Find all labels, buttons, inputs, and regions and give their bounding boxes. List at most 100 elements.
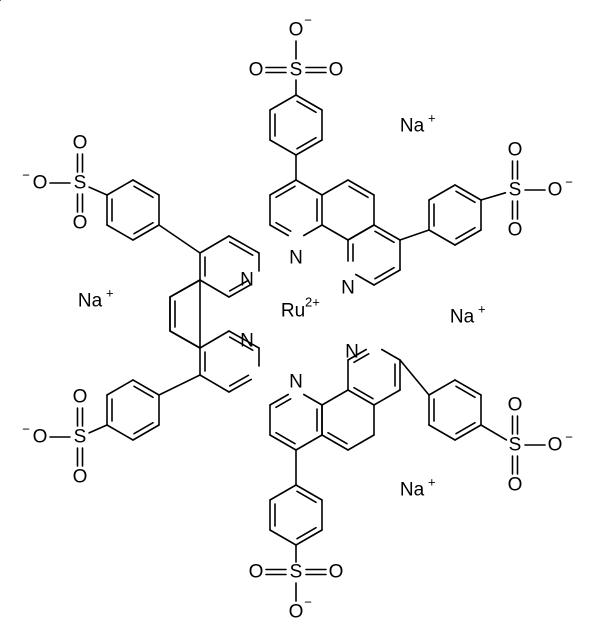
aromatic-inner-bond	[133, 421, 154, 435]
ligand2-top-sulfonate-negative-charge: −	[304, 13, 312, 28]
single-bond	[269, 224, 290, 237]
ligand2-top-sulfonate-oxygen-atom: O	[249, 60, 264, 81]
aromatic-inner-bond	[374, 230, 395, 244]
single-bond	[269, 94, 297, 111]
single-bond	[295, 484, 323, 501]
aromatic-inner-bond	[348, 185, 369, 199]
single-bond	[321, 434, 349, 451]
single-bond	[132, 224, 160, 241]
aromatic-inner-bond	[275, 185, 296, 199]
ligand2-nitrogen-atom: N	[289, 248, 303, 269]
ligand1-bottom-sulfonate-sulfur-atom: S	[74, 427, 87, 448]
ligand1-top-sulfonate-sulfur-atom: S	[74, 173, 87, 194]
single-bond	[428, 229, 456, 246]
single-bond	[347, 179, 375, 196]
single-bond	[454, 424, 482, 441]
single-bond	[228, 330, 260, 349]
aromatic-inner-bond	[296, 100, 317, 114]
single-bond	[106, 179, 134, 196]
single-bond	[228, 378, 252, 393]
single-bond	[302, 393, 323, 406]
ligand2-right-sulfonate-negative-charge: −	[565, 175, 573, 190]
single-bond	[106, 379, 134, 396]
single-bond	[295, 529, 323, 546]
sodium-charge-1: +	[428, 111, 436, 126]
ligand2-top-sulfonate-oxygen-atom: O	[289, 20, 304, 41]
single-bond	[132, 379, 160, 396]
ligand3-right-sulfonate-negative-charge: −	[565, 430, 573, 445]
single-bond	[428, 424, 456, 441]
single-bond	[228, 235, 260, 254]
single-bond	[373, 224, 401, 241]
single-bond	[399, 359, 430, 396]
ligand2-top-sulfonate-oxygen-atom: O	[329, 60, 344, 81]
single-bond	[132, 179, 160, 196]
single-bond	[269, 179, 297, 196]
ligand3-bottom-sulfonate-sulfur-atom: S	[290, 562, 303, 583]
single-bond	[347, 389, 375, 406]
single-bond	[295, 94, 323, 111]
ligand1-bottom-sulfonate-negative-charge: −	[22, 422, 30, 437]
aromatic-inner-bond	[327, 431, 348, 445]
ligand1-top-sulfonate-negative-charge: −	[22, 168, 30, 183]
aromatic-inner-bond	[133, 185, 154, 199]
bond-lines	[0, 0, 546, 602]
single-bond	[347, 434, 375, 451]
ligand3-right-sulfonate-oxygen-atom: O	[508, 395, 523, 416]
sodium-ion-4: Na	[400, 480, 425, 501]
single-bond	[228, 283, 252, 298]
ligand3-bottom-sulfonate-oxygen-atom: O	[249, 562, 264, 583]
single-bond	[269, 529, 297, 546]
single-bond	[347, 348, 368, 361]
aromatic-inner-bond	[296, 526, 317, 540]
single-bond	[480, 192, 507, 201]
single-bond	[347, 224, 375, 241]
single-bond	[454, 184, 482, 201]
single-bond	[373, 269, 401, 286]
single-bond	[480, 424, 508, 441]
ligand1-top-sulfonate-oxygen-atom: O	[73, 133, 88, 154]
ligand3-bottom-sulfonate-oxygen-atom: O	[289, 602, 304, 623]
single-bond	[199, 279, 230, 298]
ligand3-nitrogen-atom: N	[345, 342, 359, 363]
sodium-ion-2: Na	[78, 291, 103, 312]
aromatic-inner-bond	[275, 431, 296, 445]
ligand1-bottom-sulfonate-oxygen-atom: O	[73, 387, 88, 408]
aromatic-inner-bond	[455, 421, 476, 435]
aromatic-inner-bond	[228, 279, 250, 292]
ruthenium-atom: Ru	[281, 301, 305, 322]
single-bond	[295, 139, 323, 156]
ligand2-right-sulfonate-oxygen-atom: O	[508, 220, 523, 241]
single-bond	[354, 273, 375, 286]
ligand3-right-sulfonate-sulfur-atom: S	[509, 435, 522, 456]
ruthenium-charge: 2+	[305, 295, 320, 310]
ligand1-top-sulfonate-oxygen-atom: O	[33, 173, 48, 194]
aromatic-inner-bond	[296, 490, 317, 504]
single-bond	[199, 235, 230, 254]
ligand3-bottom-sulfonate-negative-charge: −	[304, 595, 312, 610]
ligand3-right-sulfonate-oxygen-atom: O	[508, 475, 523, 496]
aromatic-inner-bond	[455, 190, 476, 204]
aromatic-inner-bond	[275, 397, 292, 409]
ligand2-right-sulfonate-sulfur-atom: S	[509, 180, 522, 201]
single-bond	[269, 393, 290, 406]
single-bond	[454, 379, 482, 396]
ligand1-bottom-sulfonate-oxygen-atom: O	[73, 467, 88, 488]
aromatic-inner-bond	[228, 241, 254, 256]
sodium-charge-3: +	[478, 302, 486, 317]
single-bond	[106, 224, 134, 241]
aromatic-inner-bond	[133, 221, 154, 235]
ligand2-nitrogen-atom: N	[341, 278, 355, 299]
aromatic-inner-bond	[374, 266, 395, 280]
ligand1-bottom-sulfonate-oxygen-atom: O	[33, 427, 48, 448]
ligand2-right-sulfonate-oxygen-atom: O	[508, 140, 523, 161]
sodium-charge-2: +	[106, 286, 114, 301]
single-bond	[132, 424, 160, 441]
single-bond	[199, 374, 230, 393]
single-bond	[295, 434, 323, 451]
single-bond	[269, 139, 297, 156]
single-bond	[169, 279, 201, 298]
sodium-charge-4: +	[428, 475, 436, 490]
single-bond	[321, 224, 349, 241]
